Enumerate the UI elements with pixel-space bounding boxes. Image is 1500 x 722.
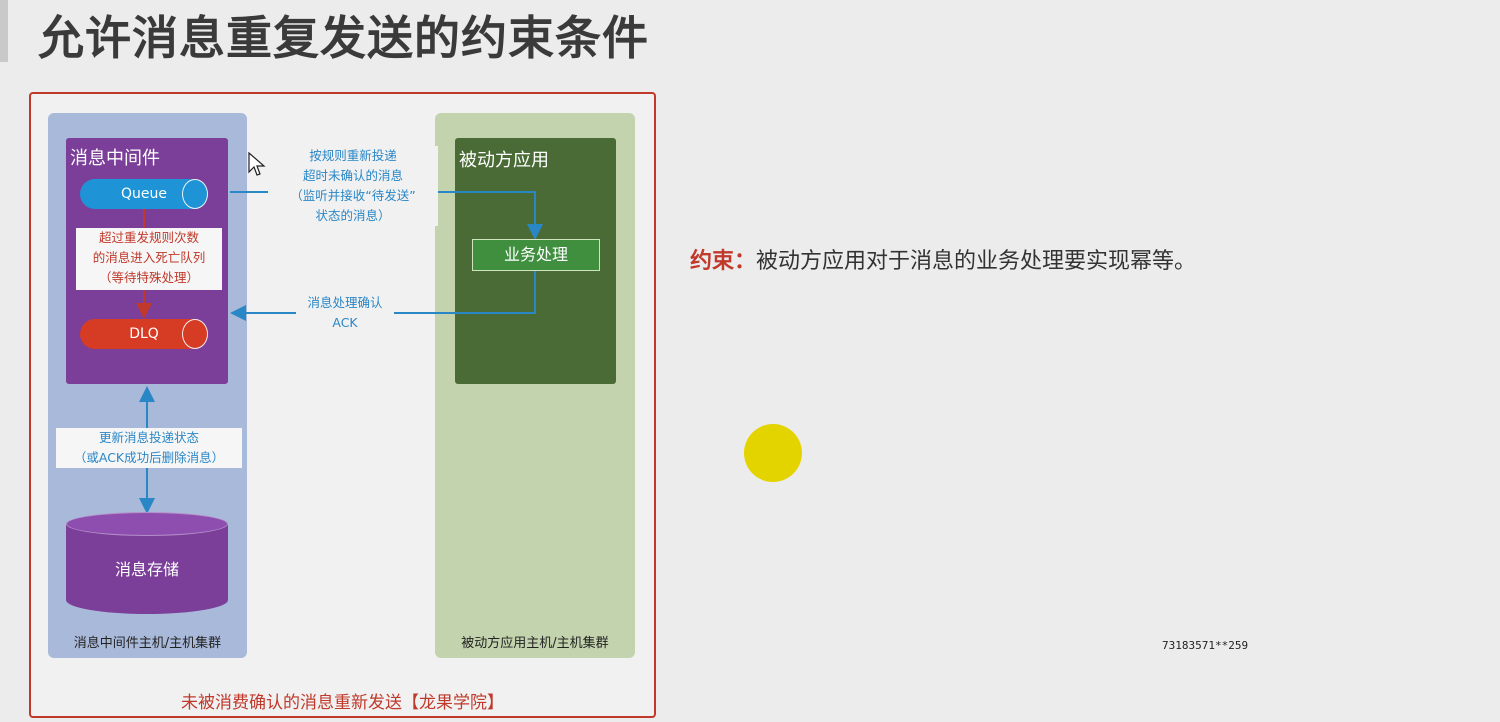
retry-note-line: 超过重发规则次数 bbox=[98, 230, 199, 245]
queue-node: Queue bbox=[80, 179, 208, 209]
redeliver-note: 按规则重新投递 超时未确认的消息 （监听并接收“待发送” 状态的消息） bbox=[268, 146, 438, 226]
passive-app-host-label: 被动方应用主机/主机集群 bbox=[461, 636, 609, 651]
update-status-note: 更新消息投递状态 （或ACK成功后删除消息） bbox=[56, 428, 242, 468]
title-accent-bar bbox=[0, 0, 8, 62]
pointer-highlight-dot bbox=[744, 424, 802, 482]
dlq-node: DLQ bbox=[80, 319, 208, 349]
dlq-label: DLQ bbox=[129, 326, 159, 342]
ack-note-line: 消息处理确认 bbox=[307, 295, 383, 310]
constraint-text: 被动方应用对于消息的业务处理要实现幂等。 bbox=[756, 249, 1197, 274]
message-storage-cylinder-top bbox=[66, 512, 228, 536]
slide-title: 允许消息重复发送的约束条件 bbox=[38, 11, 649, 65]
message-storage-cylinder bbox=[66, 524, 228, 614]
redeliver-note-line: 状态的消息） bbox=[315, 208, 391, 223]
queue-label: Queue bbox=[121, 186, 167, 202]
constraint-statement: 约束：被动方应用对于消息的业务处理要实现幂等。 bbox=[690, 243, 1196, 275]
update-note-line: 更新消息投递状态 bbox=[98, 430, 199, 445]
dlq-cylinder-cap bbox=[182, 319, 208, 349]
business-processing-node: 业务处理 bbox=[472, 239, 600, 271]
ack-note-line: ACK bbox=[332, 315, 358, 330]
retry-note-line: （等待特殊处理） bbox=[98, 270, 199, 285]
middleware-title: 消息中间件 bbox=[70, 148, 160, 169]
redeliver-note-line: 按规则重新投递 bbox=[309, 148, 397, 163]
redeliver-note-line: 超时未确认的消息 bbox=[302, 168, 403, 183]
redeliver-note-line: （监听并接收“待发送” bbox=[290, 188, 416, 203]
footer-code: 73183571**259 bbox=[1162, 639, 1249, 652]
update-note-line: （或ACK成功后删除消息） bbox=[73, 450, 225, 465]
retry-note-line: 的消息进入死亡队列 bbox=[92, 250, 206, 265]
middleware-host-label: 消息中间件主机/主机集群 bbox=[73, 636, 222, 651]
message-storage-label: 消息存储 bbox=[114, 560, 179, 579]
diagram-caption: 未被消费确认的消息重新发送【龙果学院】 bbox=[181, 693, 504, 713]
passive-app-title: 被动方应用 bbox=[459, 150, 549, 171]
queue-cylinder-cap bbox=[182, 179, 208, 209]
retry-limit-note: 超过重发规则次数 的消息进入死亡队列 （等待特殊处理） bbox=[76, 228, 222, 290]
ack-note: 消息处理确认 ACK bbox=[296, 293, 394, 333]
mouse-cursor-icon bbox=[248, 152, 266, 176]
constraint-keyword: 约束： bbox=[690, 249, 757, 274]
